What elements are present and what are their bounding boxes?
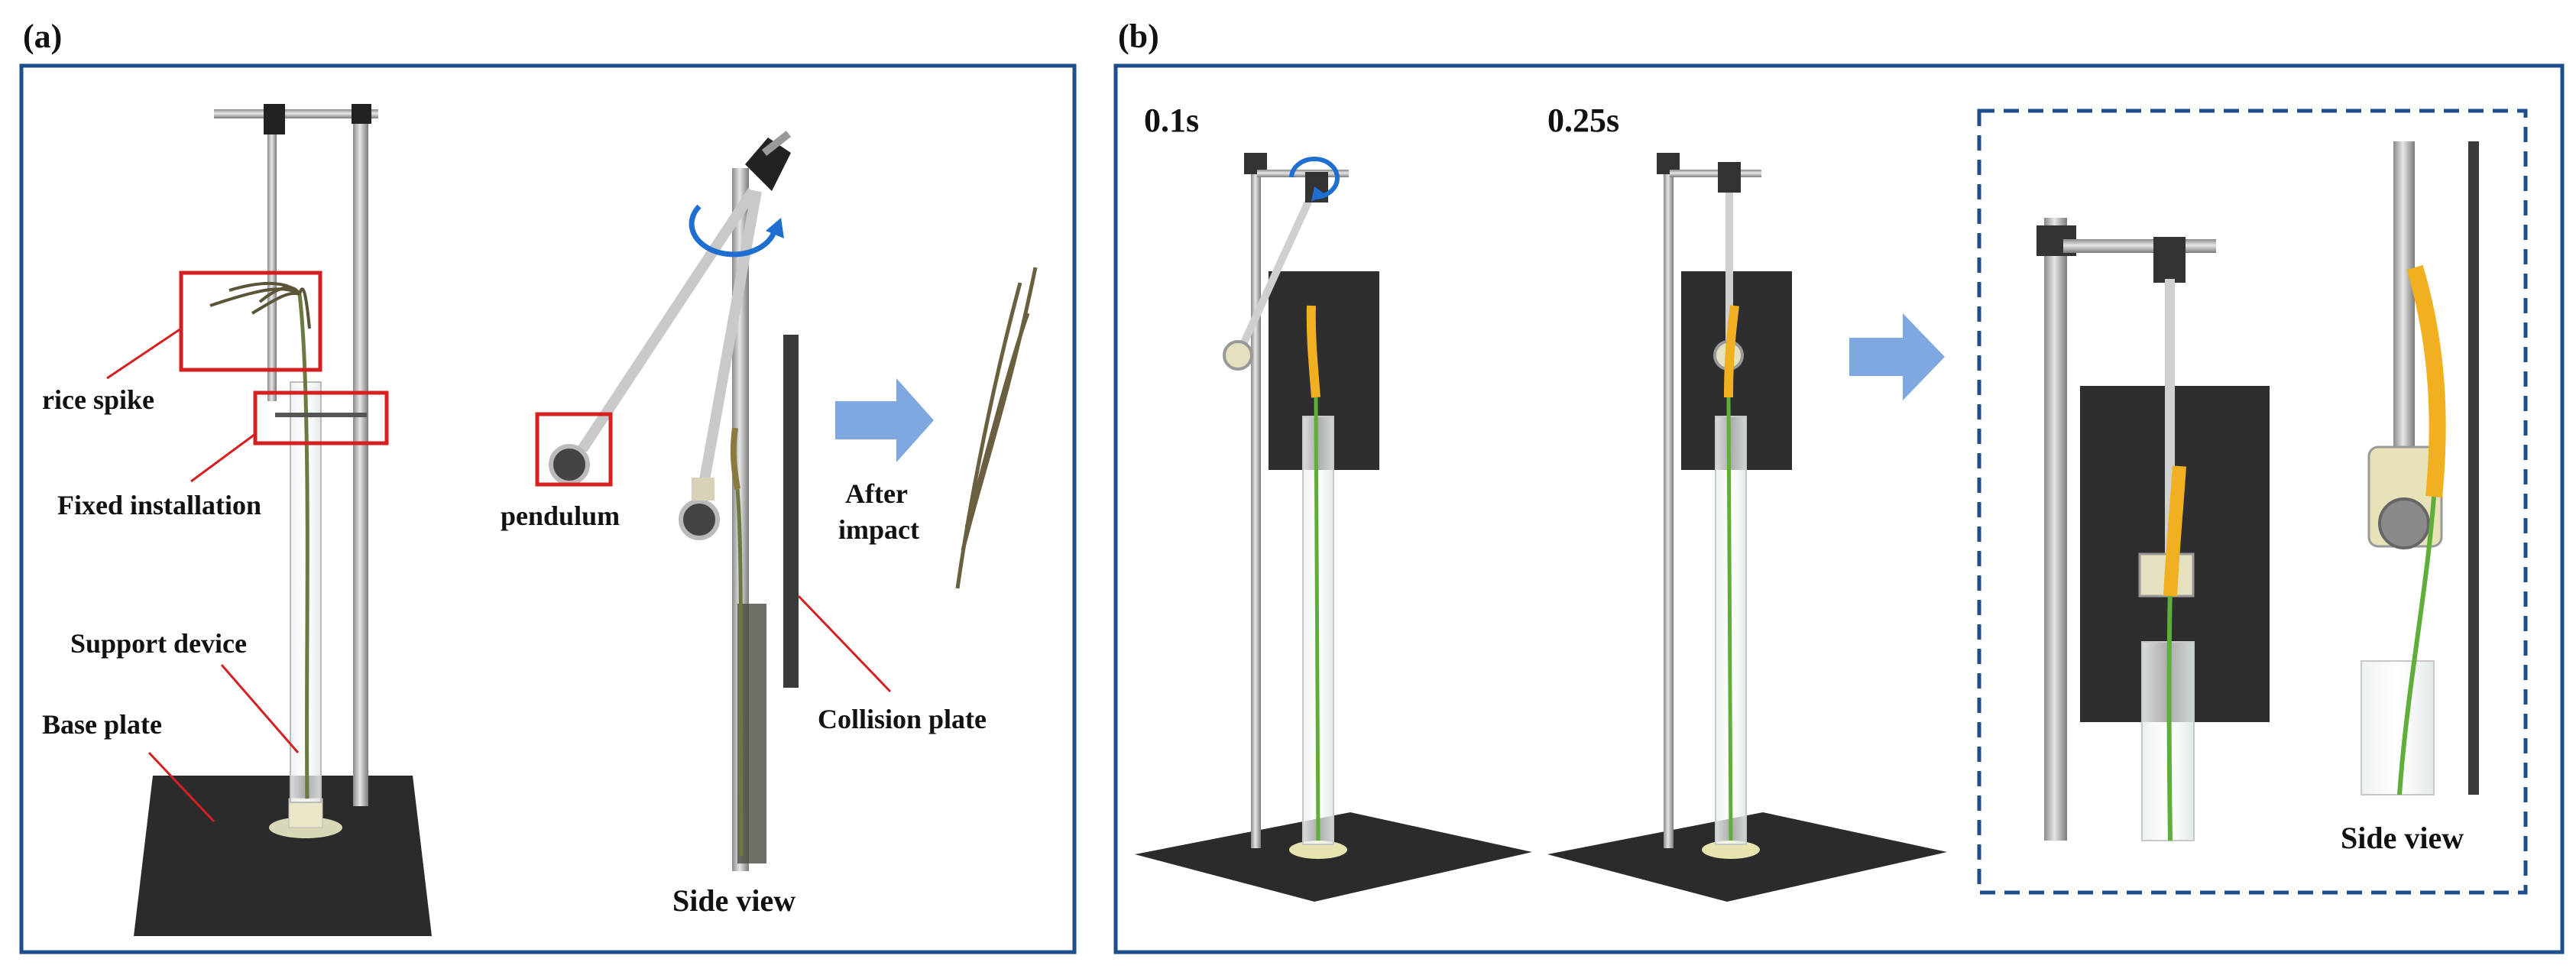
collision-plate — [783, 335, 799, 688]
label-side-view-b: Side view — [2341, 821, 2464, 855]
main-pole — [353, 111, 368, 806]
zoom-side-tube — [2361, 661, 2434, 795]
label-impact: impact — [838, 514, 919, 545]
fixed-installation-bar — [275, 413, 367, 417]
panel-b-label: (b) — [1118, 18, 1159, 55]
label-base-plate: Base plate — [42, 709, 162, 740]
zoom-side-head — [2380, 499, 2429, 548]
render-pole-0 — [1251, 157, 1261, 848]
collision-plate-leader — [799, 596, 890, 692]
render-pole-1 — [1664, 157, 1674, 848]
render-pendulum-head-0 — [1224, 342, 1252, 369]
render-frame-1 — [1547, 153, 1947, 902]
pendulum-head-swung — [551, 446, 588, 483]
rice-spike-leader — [107, 329, 181, 378]
render-spike-0 — [1311, 306, 1316, 397]
render-frame-0 — [1135, 153, 1532, 902]
pendulum-head-rest — [681, 501, 718, 538]
render-stem-1 — [1729, 397, 1731, 841]
after-impact-spike — [957, 267, 1035, 588]
pendulum-clamp — [692, 478, 714, 501]
fixed-installation-leader — [191, 434, 255, 481]
zoom-spike — [2170, 466, 2179, 596]
pendulum-rod — [267, 115, 277, 401]
rice-spike-box — [181, 273, 320, 370]
pendulum-arm-swung — [582, 191, 753, 449]
base-plate — [134, 776, 432, 936]
zoom-side-plate — [2468, 141, 2479, 795]
rice-spike — [210, 284, 309, 329]
panel-a-label: (a) — [23, 18, 62, 55]
zoom-stem — [2169, 588, 2171, 841]
label-side-view-a: Side view — [672, 883, 795, 918]
time-label-0: 0.1s — [1144, 102, 1199, 139]
label-after: After — [845, 478, 908, 509]
right-arrow-icon-b — [1849, 313, 1945, 400]
label-support-device: Support device — [70, 628, 247, 659]
right-arrow-icon — [835, 378, 934, 462]
render-stem-0 — [1316, 397, 1318, 841]
label-fixed-installation: Fixed installation — [57, 490, 261, 520]
zoom-inset — [2036, 141, 2479, 841]
render-crossbar-1 — [1670, 170, 1761, 177]
render-pendulum-block-1 — [1718, 162, 1741, 193]
zoom-side-arm — [2393, 141, 2415, 478]
label-collision-plate: Collision plate — [818, 704, 987, 734]
zoom-crossbar — [2063, 239, 2216, 253]
support-device-leader — [222, 665, 298, 753]
time-label-1: 0.25s — [1547, 102, 1619, 139]
zoom-pole — [2044, 218, 2067, 841]
label-rice-spike: rice spike — [42, 384, 154, 415]
clamp-block — [352, 104, 371, 124]
label-pendulum: pendulum — [501, 501, 620, 531]
pivot-block — [264, 104, 285, 134]
zoom-pendulum-block — [2153, 237, 2186, 283]
